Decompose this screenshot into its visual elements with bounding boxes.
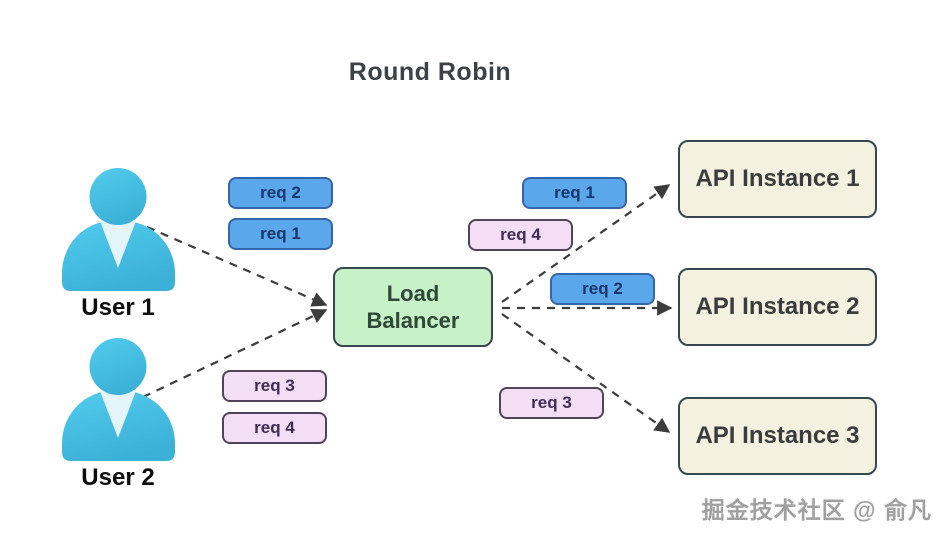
request-badge-user2-req3: req 3 xyxy=(222,370,327,402)
user1-figure: User 1 xyxy=(58,168,178,322)
diagram-title: Round Robin xyxy=(348,58,512,86)
request-badge-user1-req2: req 2 xyxy=(228,177,333,209)
user1-label: User 1 xyxy=(81,294,155,321)
api-instance-1-node: API Instance 1 xyxy=(678,140,877,218)
request-badge-user2-req4: req 4 xyxy=(222,412,327,444)
user-icon xyxy=(61,168,175,291)
dispatch-badge-req2: req 2 xyxy=(550,273,655,305)
request-badge-user1-req1: req 1 xyxy=(228,218,333,250)
user2-label: User 2 xyxy=(81,464,155,491)
user2-figure: User 2 xyxy=(58,338,178,492)
api-instance-3-node: API Instance 3 xyxy=(678,397,877,475)
user-icon xyxy=(61,338,175,461)
dispatch-badge-req4: req 4 xyxy=(468,219,573,251)
load-balancer-node: Load Balancer xyxy=(333,267,493,347)
dispatch-badge-req1: req 1 xyxy=(522,177,627,209)
api-instance-2-node: API Instance 2 xyxy=(678,268,877,346)
dispatch-badge-req3: req 3 xyxy=(499,387,604,419)
watermark: 掘金技术社区 @ 俞凡 xyxy=(701,497,932,523)
